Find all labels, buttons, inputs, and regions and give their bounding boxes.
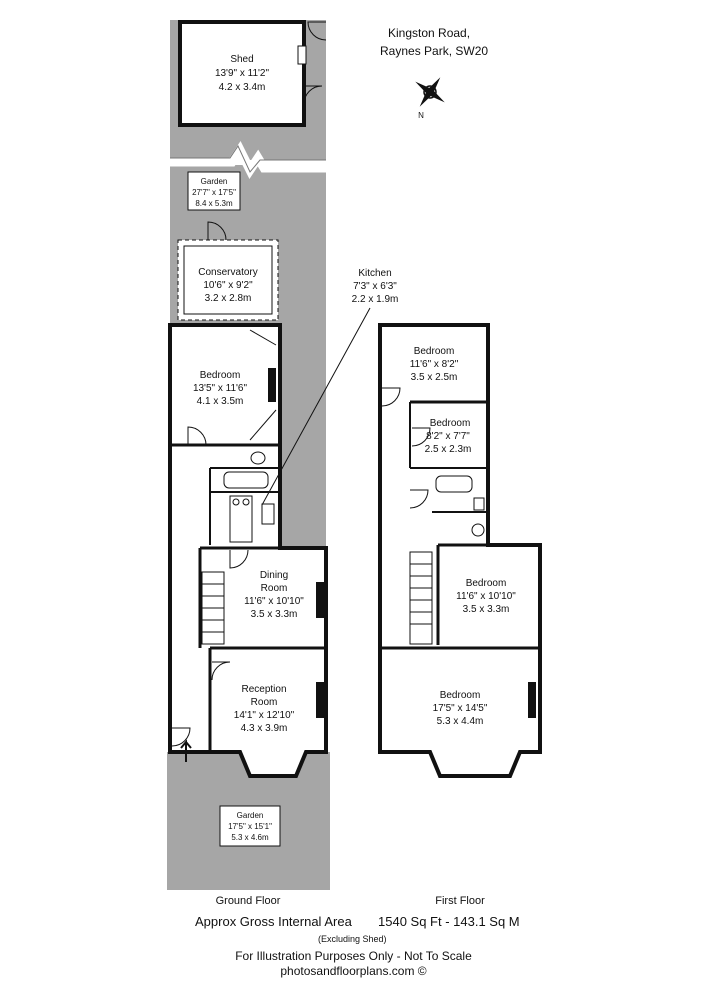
toilet	[250, 451, 266, 465]
rear-garden-imperial: 27'7" x 17'5"	[192, 188, 236, 197]
first-bath-door-swing	[409, 489, 429, 509]
shed-imperial: 13'9" x 11'2"	[215, 68, 270, 79]
shed: Shed 13'9" x 11'2" 4.2 x 3.4m	[178, 20, 327, 127]
bedroom-wardrobe-2	[249, 409, 277, 441]
reception-chimney-breast	[316, 682, 324, 718]
rear-garden-name: Garden	[201, 177, 228, 186]
shed-walls	[178, 20, 306, 127]
compass-icon: N	[415, 77, 445, 120]
ground-bedroom-imperial: 13'5" x 11'6"	[193, 383, 248, 394]
footer-credit: photosandfloorplans.com ©	[280, 964, 427, 978]
conservatory-metric: 3.2 x 2.8m	[205, 293, 252, 304]
first-bed4-imperial: 17'5" x 14'5"	[433, 703, 488, 714]
hob-ring-2	[242, 498, 250, 506]
garden-break	[170, 141, 326, 179]
reception-name-1: Reception	[241, 684, 286, 695]
ground-bedroom-metric: 4.1 x 3.5m	[197, 396, 244, 407]
address-line-1: Kingston Road,	[388, 26, 471, 40]
shed-name: Shed	[230, 54, 253, 65]
first-bed2-imperial: 8'2" x 7'7"	[426, 431, 470, 442]
shed-door-swing	[303, 85, 323, 105]
first-floor: Bedroom 11'6" x 8'2" 3.5 x 2.5m Bedroom …	[378, 323, 542, 778]
ground-floor-label: Ground Floor	[215, 895, 281, 907]
ground-outer-walls	[168, 323, 328, 778]
front-garden-metric: 5.3 x 4.6m	[231, 833, 269, 842]
first-bed1-imperial: 11'6" x 8'2"	[410, 359, 459, 370]
conservatory	[177, 239, 279, 321]
first-bed4-chimney-breast	[528, 682, 536, 718]
kitchen-name: Kitchen	[358, 268, 391, 279]
reception-imperial: 14'1" x 12'10"	[234, 710, 295, 721]
bedroom-wardrobe-1	[249, 329, 277, 346]
rear-garden-metric: 8.4 x 5.3m	[195, 199, 233, 208]
dining-imperial: 11'6" x 10'10"	[244, 596, 304, 607]
compass-points	[415, 77, 445, 107]
front-garden-imperial: 17'5" x 15'1"	[228, 822, 272, 831]
first-bed3-name: Bedroom	[466, 578, 507, 589]
dining-name-1: Dining	[260, 570, 288, 581]
first-bed1-name: Bedroom	[414, 346, 455, 357]
first-stairs-treads	[410, 563, 432, 625]
front-garden-label: Garden 17'5" x 15'1" 5.3 x 4.6m	[219, 805, 281, 847]
bedroom-door-swing	[187, 426, 207, 446]
area-label: Approx Gross Internal Area	[195, 914, 352, 929]
area-value: 1540 Sq Ft - 143.1 Sq M	[378, 914, 520, 929]
first-bed3-metric: 3.5 x 3.3m	[463, 604, 510, 615]
first-bed2-name: Bedroom	[430, 418, 471, 429]
first-bed2-metric: 2.5 x 2.3m	[425, 444, 472, 455]
area-note: (Excluding Shed)	[318, 934, 387, 944]
first-basin	[473, 497, 485, 511]
first-bed4-name: Bedroom	[440, 690, 481, 701]
first-stairs	[409, 551, 433, 645]
first-bed1-door-swing	[381, 387, 401, 407]
dining-metric: 3.5 x 3.3m	[251, 609, 298, 620]
conservatory-door-swing	[207, 221, 227, 241]
first-floor-label: First Floor	[435, 895, 485, 907]
entry-arrow-icon	[180, 739, 192, 762]
kitchen-sink	[261, 503, 275, 525]
first-bed3-imperial: 11'6" x 10'10"	[456, 591, 516, 602]
ground-stairs-treads	[202, 583, 224, 633]
first-bed2-door-swing	[411, 427, 431, 447]
bath-tub	[223, 471, 269, 489]
conservatory-name: Conservatory	[198, 267, 257, 278]
reception-door-swing	[211, 661, 231, 681]
first-outer-walls	[378, 323, 542, 778]
kitchen-imperial: 7'3" x 6'3"	[353, 281, 397, 292]
kitchen-leader-line	[261, 307, 371, 506]
front-garden-name: Garden	[237, 811, 264, 820]
first-toilet	[471, 523, 485, 537]
dining-chimney-breast	[316, 582, 324, 618]
kitchen-counter	[229, 495, 253, 543]
conservatory-imperial: 10'6" x 9'2"	[203, 280, 253, 291]
bedroom-chimney-breast	[268, 368, 276, 402]
compass-north-label: N	[418, 111, 424, 120]
shed-gate-swing	[307, 21, 327, 41]
reception-metric: 4.3 x 3.9m	[241, 723, 288, 734]
front-garden-label-box	[219, 805, 281, 847]
dining-door-swing	[229, 549, 249, 569]
shed-window	[297, 45, 307, 65]
kitchen-metric: 2.2 x 1.9m	[352, 294, 399, 305]
garden-break-line	[170, 144, 326, 173]
conservatory-inner	[183, 245, 273, 315]
rear-garden-label: Garden 27'7" x 17'5" 8.4 x 5.3m	[187, 171, 241, 211]
ground-bedroom-name: Bedroom	[200, 370, 241, 381]
hob-ring-1	[232, 498, 240, 506]
reception-name-2: Room	[251, 697, 278, 708]
shed-metric: 4.2 x 3.4m	[219, 82, 266, 93]
rear-garden-label-box	[187, 171, 241, 211]
footer-disclaimer: For Illustration Purposes Only - Not To …	[235, 949, 472, 963]
first-bath-tub	[435, 475, 473, 493]
first-bed1-metric: 3.5 x 2.5m	[411, 372, 458, 383]
front-door-swing	[171, 727, 191, 747]
address-line-2: Raynes Park, SW20	[380, 44, 489, 58]
dining-name-2: Room	[261, 583, 288, 594]
first-bed4-metric: 5.3 x 4.4m	[437, 716, 484, 727]
ground-floor: Conservatory 10'6" x 9'2" 3.2 x 2.8m Bed…	[168, 221, 399, 778]
